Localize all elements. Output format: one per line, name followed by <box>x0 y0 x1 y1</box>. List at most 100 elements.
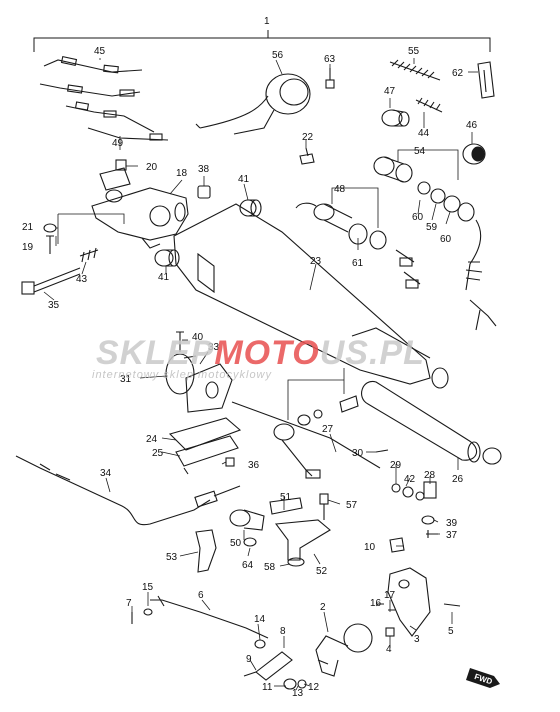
callout-54: 54 <box>414 146 426 157</box>
callout-16: 16 <box>370 598 382 609</box>
watermark-brand-grey: SKLEP <box>96 334 214 372</box>
callout-21: 21 <box>22 222 34 233</box>
callout-42: 42 <box>404 474 416 485</box>
callout-2: 2 <box>320 602 326 613</box>
link-rod-drawing <box>243 651 307 690</box>
callout-56: 56 <box>272 50 284 61</box>
friction-plate-drawing <box>165 353 233 413</box>
callout-33: 33 <box>208 342 220 353</box>
callout-7: 7 <box>126 598 132 609</box>
callout-4: 4 <box>386 644 392 655</box>
callout-60-right: 60 <box>440 234 452 245</box>
callout-53: 53 <box>166 552 178 563</box>
callout-29: 29 <box>390 460 402 471</box>
washer-21-drawing <box>43 223 57 233</box>
callout-27: 27 <box>322 424 334 435</box>
callout-52: 52 <box>316 566 328 577</box>
callout-14: 14 <box>254 614 266 625</box>
callout-30: 30 <box>352 448 364 459</box>
watermark: SKLEPMOTOUS.PL internetowy sklep motocyk… <box>92 334 425 381</box>
spring-43-drawing <box>79 247 99 263</box>
callout-23: 23 <box>310 256 322 267</box>
bracket-3-drawing <box>385 567 461 637</box>
watermark-brand-red: MOTO <box>214 334 319 372</box>
wire-harness-drawing <box>39 55 169 141</box>
fwd-arrow-icon: FWD <box>466 668 500 688</box>
callout-63: 63 <box>324 54 336 65</box>
washer-39-drawing <box>421 515 435 525</box>
leader-lines <box>43 58 478 691</box>
callout-12: 12 <box>308 682 320 693</box>
bolt-19-drawing <box>46 235 54 254</box>
callout-40: 40 <box>192 332 204 343</box>
callout-49: 49 <box>112 138 124 149</box>
key-switch-drawing <box>295 202 421 289</box>
throttle-shaft-drawing <box>231 395 381 479</box>
nut-38-drawing <box>197 185 211 199</box>
screw-63-drawing <box>325 68 335 89</box>
lower-cable-drawing <box>131 595 269 649</box>
callout-35: 35 <box>48 300 60 311</box>
callout-5: 5 <box>448 626 454 637</box>
callout-37: 37 <box>446 530 458 541</box>
clip-62-drawing <box>477 61 495 99</box>
cap-46-drawing <box>462 143 486 165</box>
callout-10: 10 <box>364 542 376 553</box>
lock-switch-drawing <box>373 156 475 222</box>
callout-51: 51 <box>280 492 292 503</box>
callout-46: 46 <box>466 120 478 131</box>
callout-3: 3 <box>414 634 420 645</box>
callout-18: 18 <box>176 168 188 179</box>
bracket-52-drawing <box>229 493 331 567</box>
bolt-22-drawing <box>299 147 315 165</box>
steering-bracket-drawing <box>91 167 189 249</box>
callout-57: 57 <box>346 500 358 511</box>
callout-13: 13 <box>292 688 304 699</box>
callout-22: 22 <box>302 132 314 143</box>
callout-28: 28 <box>424 470 436 481</box>
nut-36-drawing <box>225 457 235 467</box>
washer-64-drawing <box>243 537 257 547</box>
callout-48: 48 <box>334 184 346 195</box>
callout-41-lower: 41 <box>158 272 170 283</box>
bolt-35-drawing <box>21 267 81 295</box>
callout-39: 39 <box>446 518 458 529</box>
throttle-grip-drawing <box>361 381 502 465</box>
lanyard-drawing <box>465 219 497 331</box>
callout-59: 59 <box>426 222 438 233</box>
callout-44: 44 <box>418 128 430 139</box>
callout-61: 61 <box>352 258 364 269</box>
callout-9: 9 <box>246 654 252 665</box>
choke-lever-drawing <box>315 623 373 677</box>
callout-8: 8 <box>280 626 286 637</box>
svg-text:SKLEPMOTOUS.PL: SKLEPMOTOUS.PL <box>96 334 425 372</box>
callout-55: 55 <box>408 46 420 57</box>
callout-38: 38 <box>198 164 210 175</box>
bolt-16-17-drawing <box>376 603 396 611</box>
bolt-40-drawing <box>176 331 184 352</box>
callout-6: 6 <box>198 590 204 601</box>
tiller-arm-drawing <box>173 203 449 389</box>
callout-58: 58 <box>264 562 276 573</box>
callout-50: 50 <box>230 538 242 549</box>
watermark-tagline: internetowy sklep motocyklowy <box>92 369 273 381</box>
bolt-10-drawing <box>389 537 405 553</box>
callout-34: 34 <box>100 468 112 479</box>
callout-62: 62 <box>452 68 464 79</box>
callout-20: 20 <box>146 162 158 173</box>
group-bracket <box>33 30 491 52</box>
callout-60-left: 60 <box>412 212 424 223</box>
callout-45: 45 <box>94 46 106 57</box>
callout-31: 31 <box>120 374 132 385</box>
callout-17: 17 <box>384 590 396 601</box>
throttle-cable-drawing <box>15 455 241 526</box>
spring-55-drawing <box>389 59 441 81</box>
callout-15: 15 <box>142 582 154 593</box>
bush-47-drawing <box>381 109 410 127</box>
arm-53-drawing <box>195 529 217 573</box>
callout-25: 25 <box>152 448 164 459</box>
throttle-link-drawing <box>168 417 242 475</box>
group-label: 1 <box>264 16 270 27</box>
callout-26: 26 <box>452 474 464 485</box>
